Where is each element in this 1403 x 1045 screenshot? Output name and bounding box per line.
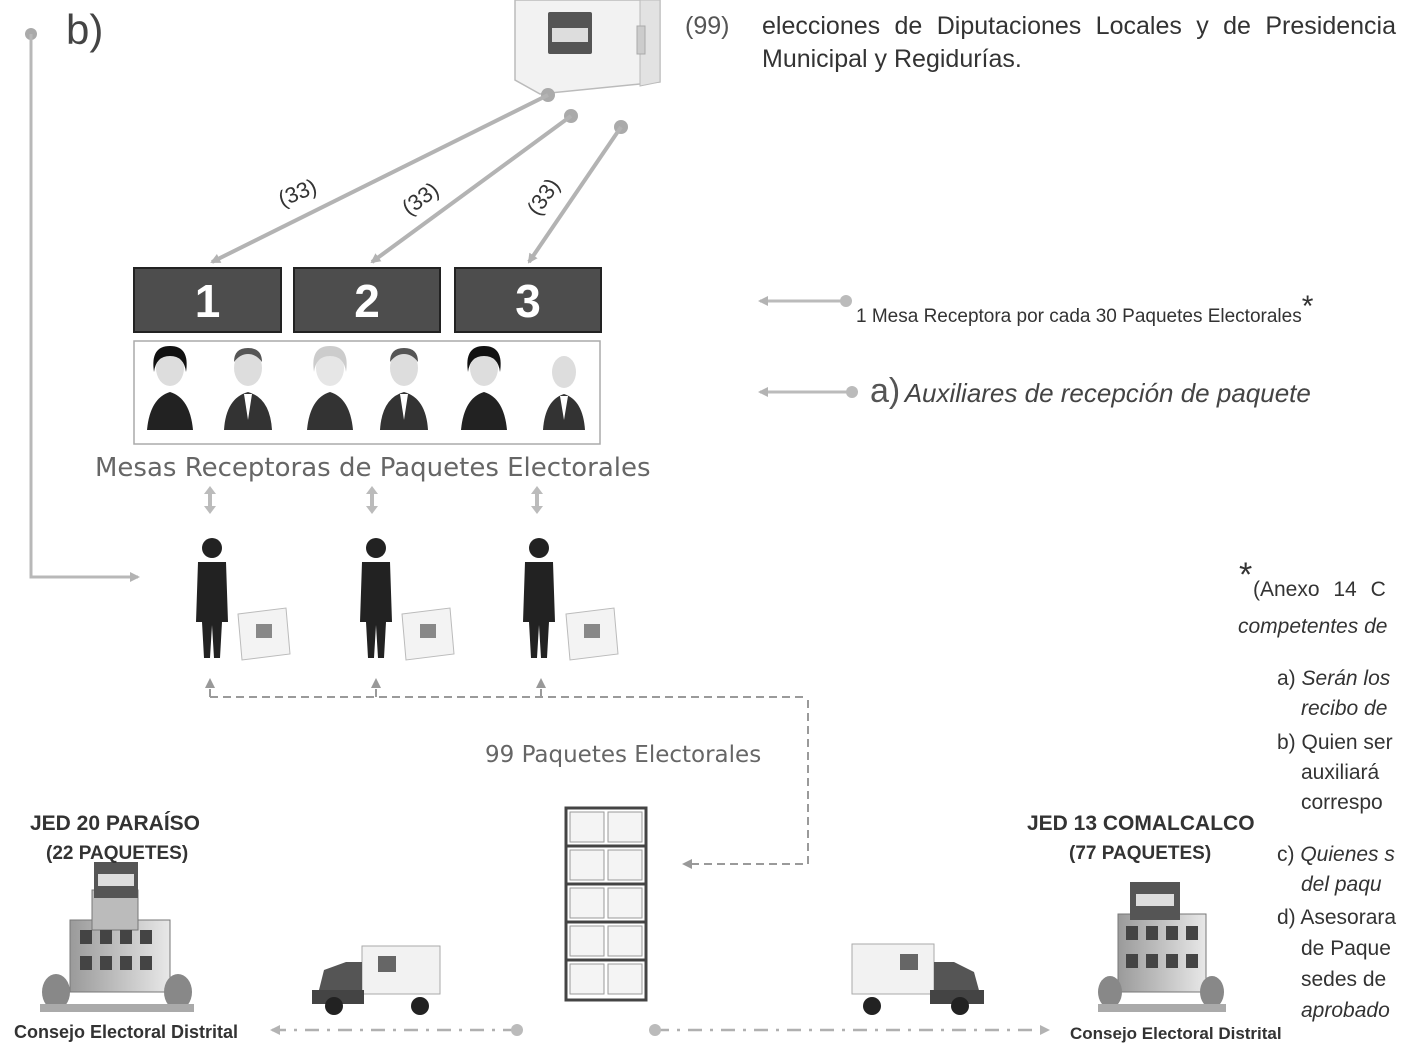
female-staff-icon: [461, 346, 507, 430]
female-staff-icon: [147, 346, 193, 430]
courier-figures: [196, 538, 619, 661]
courier-icon: [523, 538, 555, 658]
package-case-icon: [237, 607, 291, 661]
count-badge: (99): [685, 12, 730, 40]
left-district-name: JED 20 PARAÍSO: [30, 812, 200, 835]
annex-item-a-line1: Serán los: [1301, 667, 1391, 690]
staff-avatars: [147, 346, 585, 430]
annex-item-c-letter: c): [1277, 843, 1295, 866]
aux-legend: a) Auxiliares de recepción de paquete: [870, 372, 1311, 411]
annex-item-a-letter: a): [1277, 667, 1296, 690]
right-district-name: JED 13 COMALCALCO: [1027, 812, 1255, 835]
female-staff-icon: [307, 346, 353, 430]
left-building-icon: [40, 862, 194, 1012]
annex-ref-line-1: (Anexo 14 C: [1253, 578, 1386, 601]
intro-line-2: Municipal y Regidurías.: [762, 45, 1022, 73]
annex-item-a-line2: recibo de: [1301, 697, 1388, 720]
table-number-3: 3: [515, 275, 541, 327]
annex-item-b-line3: correspo: [1301, 791, 1383, 814]
annex-item-d-line4: aprobado: [1301, 999, 1390, 1022]
table-number-2: 2: [354, 275, 380, 327]
split-arrows: [210, 88, 628, 264]
b-connector-line: [25, 28, 140, 582]
annex-ref-line-2: competentes de: [1238, 615, 1388, 638]
intro-line-1: elecciones de Diputaciones Locales y de …: [762, 12, 1396, 40]
annex-item-d-line1: Asesorara: [1300, 906, 1397, 929]
annex-item-d-line2: de Paque: [1301, 937, 1391, 960]
annex-item-c-line2: del paqu: [1301, 873, 1382, 896]
left-truck-icon: [312, 945, 441, 1015]
tables-caption: Mesas Receptoras de Paquetes Electorales: [95, 453, 651, 483]
legend-arrows: [758, 295, 858, 398]
ratio-note-text: 1 Mesa Receptora por cada 30 Paquetes El…: [856, 306, 1302, 327]
courier-icon: [196, 538, 228, 658]
right-truck-icon: [851, 943, 984, 1015]
table-box-1: [133, 267, 282, 333]
male-staff-icon: [224, 348, 272, 430]
section-letter-b: b): [66, 6, 104, 53]
annex-item-c: c) Quienes s del paqu: [1277, 840, 1395, 900]
annex-item-b-line2: auxiliará: [1301, 761, 1380, 784]
annex-item-d-letter: d): [1277, 906, 1296, 929]
left-council-label: Consejo Electoral Distrital: [14, 1022, 239, 1042]
right-district-packages: (77 PAQUETES): [1069, 843, 1212, 864]
package-shelf-icon: [564, 806, 648, 1002]
dashed-route: [205, 678, 809, 869]
annex-item-b-letter: b): [1277, 731, 1296, 754]
staff-panel: [133, 340, 601, 445]
left-district-packages: (22 PAQUETES): [46, 843, 189, 864]
table-number-1: 1: [194, 275, 221, 327]
ratio-asterisk: *: [1301, 290, 1314, 323]
annex-item-c-line1: Quienes s: [1300, 843, 1395, 866]
male-staff-icon: [380, 348, 428, 430]
ballot-box-icon: [514, 0, 661, 95]
annex-item-a: a) Serán los recibo de: [1277, 664, 1390, 724]
table-box-2: [293, 267, 441, 333]
annex-item-b-line1: Quien ser: [1301, 731, 1393, 754]
annex-item-d: d) Asesorara de Paque sedes de aprobado: [1277, 902, 1396, 1026]
packages-caption: 99 Paquetes Electorales: [485, 742, 762, 768]
courier-icon: [360, 538, 392, 658]
annex-asterisk: *: [1239, 556, 1253, 594]
annex-item-d-line3: sedes de: [1301, 968, 1387, 991]
aux-letter: a): [870, 372, 901, 410]
table-box-3: [454, 267, 602, 333]
double-arrows: [204, 486, 543, 514]
package-case-icon: [401, 607, 455, 661]
aux-label: Auxiliares de recepción de paquete: [904, 378, 1311, 408]
right-council-label: Consejo Electoral Distrital: [1070, 1024, 1282, 1043]
right-building-icon: [1098, 882, 1226, 1012]
male-staff-icon: [543, 356, 585, 430]
package-case-icon: [565, 607, 619, 661]
annex-item-b: b) Quien ser auxiliará correspo: [1277, 728, 1393, 818]
ratio-note: 1 Mesa Receptora por cada 30 Paquetes El…: [856, 290, 1313, 328]
